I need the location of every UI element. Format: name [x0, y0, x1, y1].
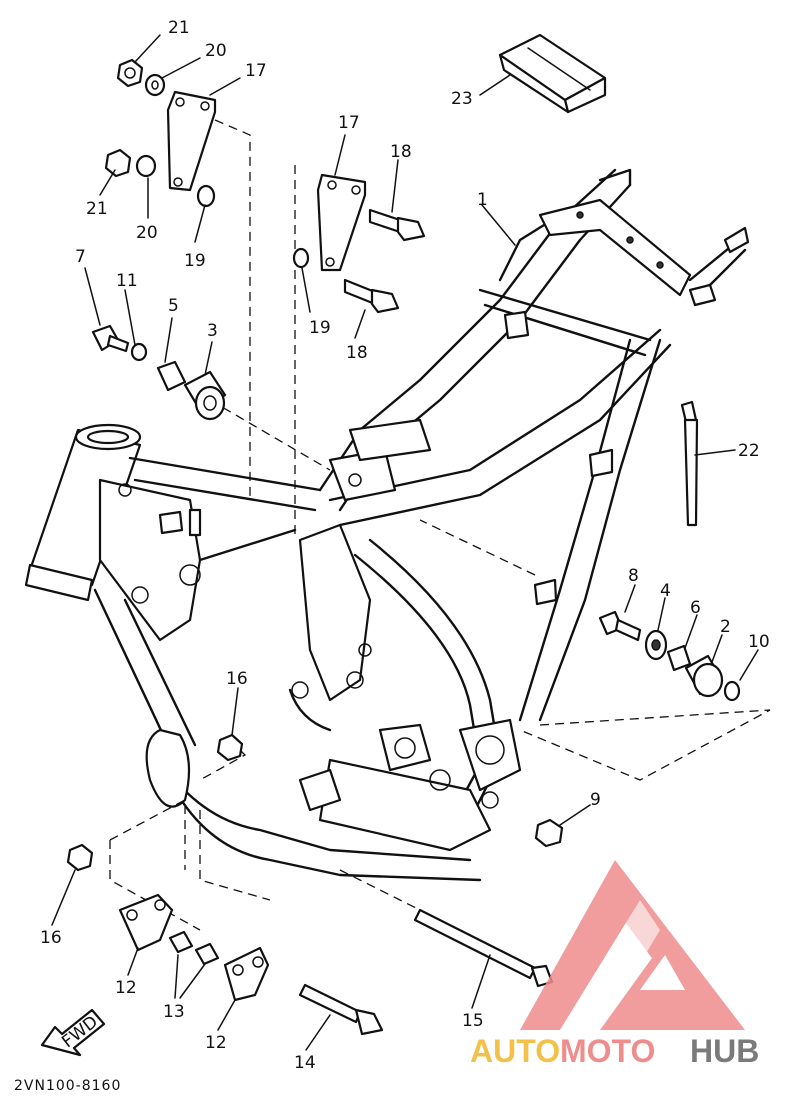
callout-22: 22 — [738, 441, 760, 461]
callout-10: 10 — [748, 632, 770, 652]
callout-20-top: 20 — [205, 41, 227, 61]
frame-assembly — [24, 168, 750, 882]
callout-11: 11 — [116, 271, 138, 291]
callout-6: 6 — [690, 598, 701, 618]
forward-arrow-icon: FWD — [40, 1008, 106, 1057]
brand-auto: AUTO — [470, 1033, 560, 1069]
brand-moto: MOTO — [560, 1033, 655, 1069]
callout-21-left: 21 — [86, 199, 108, 219]
callout-18-top: 18 — [390, 142, 412, 162]
callout-15: 15 — [462, 1011, 484, 1031]
callout-2: 2 — [720, 617, 731, 637]
hardware-parts — [66, 33, 741, 1036]
callout-17-right: 17 — [338, 113, 360, 133]
callout-19-right: 19 — [309, 318, 331, 338]
callout-leaders — [51, 34, 759, 1051]
callout-7: 7 — [75, 247, 86, 267]
callout-4: 4 — [660, 581, 671, 601]
callout-9: 9 — [590, 790, 601, 810]
callout-labels: 21 20 17 21 20 19 17 18 19 18 7 11 5 3 1… — [40, 18, 770, 1073]
callout-17-left: 17 — [245, 61, 267, 81]
callout-1: 1 — [477, 190, 488, 210]
callout-23: 23 — [451, 89, 473, 109]
callout-16-left: 16 — [40, 928, 62, 948]
callout-14: 14 — [294, 1053, 316, 1073]
callout-12-right: 12 — [205, 1033, 227, 1053]
callout-13: 13 — [163, 1002, 185, 1022]
callout-20-left: 20 — [136, 223, 158, 243]
callout-16-center: 16 — [226, 669, 248, 689]
brand-hub: HUB — [690, 1033, 759, 1069]
watermark-logo — [520, 860, 745, 1030]
callout-21-top: 21 — [168, 18, 190, 38]
callout-19-left: 19 — [184, 251, 206, 271]
callout-18-bottom: 18 — [346, 343, 368, 363]
callout-5: 5 — [168, 296, 179, 316]
callout-12-left: 12 — [115, 978, 137, 998]
drawing-code: 2VN100-8160 — [14, 1078, 121, 1094]
watermark-brand-text: AUTO MOTO HUB — [470, 1033, 759, 1069]
callout-8: 8 — [628, 566, 639, 586]
callout-3: 3 — [207, 321, 218, 341]
